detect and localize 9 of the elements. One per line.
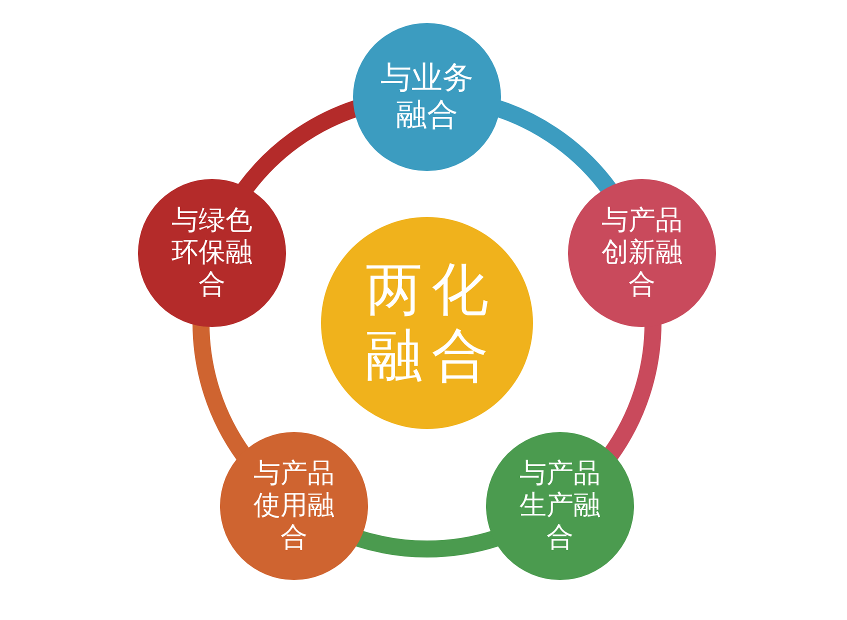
topic-label: 与产品生产融合 [518, 458, 602, 554]
topic-label: 与绿色环保融合 [170, 205, 254, 302]
topic-label: 与产品使用融合 [252, 458, 336, 554]
ring-arc [355, 530, 499, 558]
topic-label: 与产品创新融合 [600, 205, 684, 302]
hub-label: 两化融合 [364, 257, 498, 389]
ring-arc [602, 322, 662, 460]
ring-arc [192, 322, 252, 460]
topic-label: 与业务融合 [380, 60, 474, 134]
